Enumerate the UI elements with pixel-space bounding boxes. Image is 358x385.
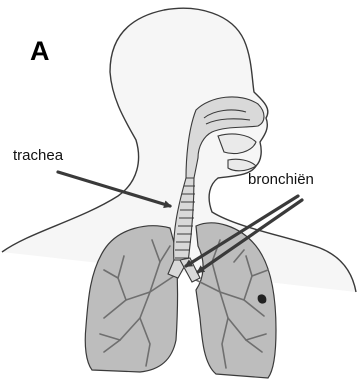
bronchi-label: bronchiën xyxy=(248,172,314,187)
trachea-label: trachea xyxy=(13,148,63,163)
panel-letter: A xyxy=(30,38,50,65)
